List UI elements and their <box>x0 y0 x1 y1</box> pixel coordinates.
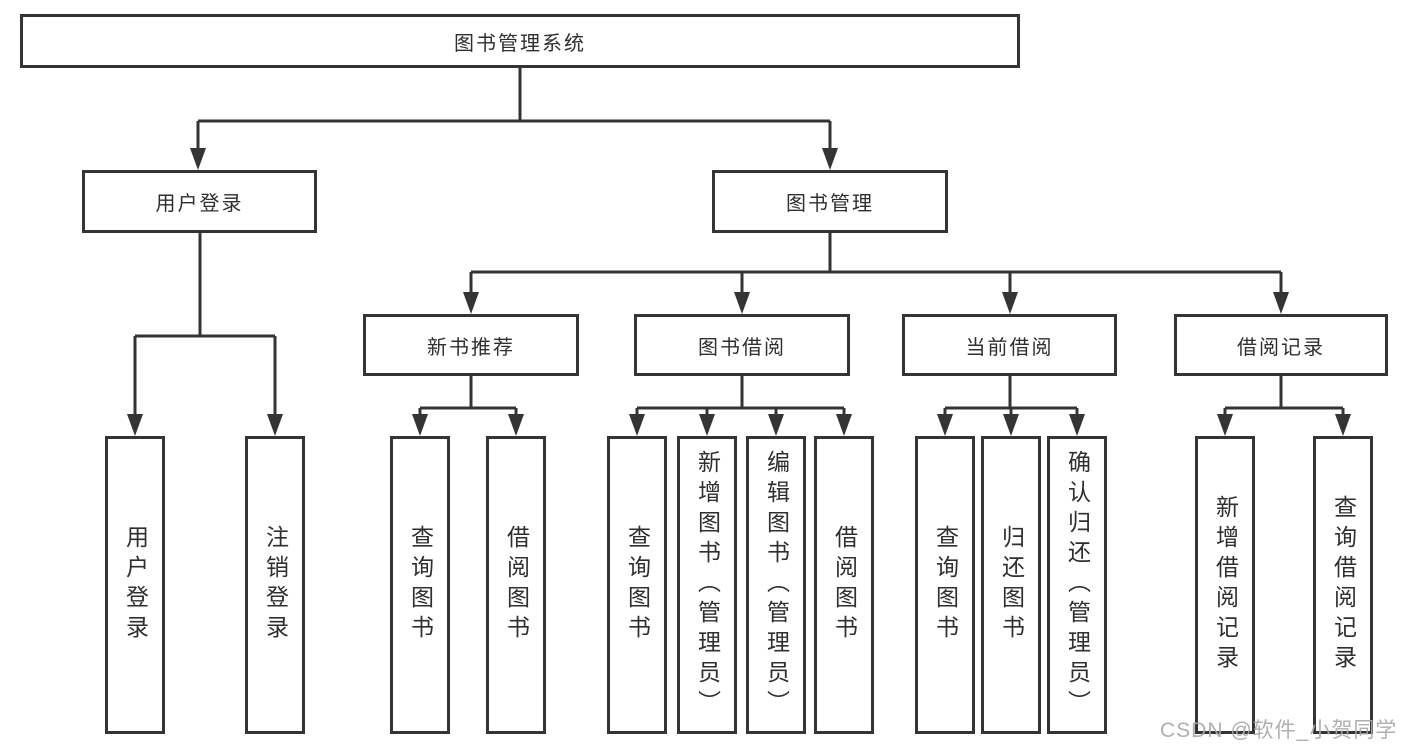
node-current-borrow: 当前借阅 <box>902 314 1117 376</box>
node-book-management: 图书管理 <box>712 170 948 233</box>
node-borrow-records: 借阅记录 <box>1174 314 1388 376</box>
arrowheads <box>127 148 1351 436</box>
leaf-user-login: 用户登录 <box>105 436 165 734</box>
leaf-query-books-current: 查询图书 <box>915 436 975 734</box>
leaf-logout: 注销登录 <box>245 436 305 734</box>
leaf-borrow-books-newbook: 借阅图书 <box>486 436 546 734</box>
leaf-borrow-books-borrow: 借阅图书 <box>814 436 874 734</box>
node-root: 图书管理系统 <box>20 14 1020 68</box>
leaf-confirm-return-admin: 确认归还（管理员） <box>1047 436 1107 734</box>
leaf-add-borrow-record: 新增借阅记录 <box>1195 436 1255 734</box>
leaf-query-books-borrow: 查询图书 <box>607 436 667 734</box>
leaf-return-book: 归还图书 <box>981 436 1041 734</box>
node-user-login: 用户登录 <box>82 170 317 233</box>
leaf-query-borrow-record: 查询借阅记录 <box>1313 436 1373 734</box>
node-new-book-recommend: 新书推荐 <box>363 314 579 376</box>
leaf-add-book-admin: 新增图书（管理员） <box>677 436 737 734</box>
leaf-query-books-newbook: 查询图书 <box>390 436 450 734</box>
node-book-borrow: 图书借阅 <box>634 314 850 376</box>
watermark: CSDN @软件_小贺同学 <box>1160 719 1398 742</box>
leaf-edit-book-admin: 编辑图书（管理员） <box>746 436 806 734</box>
